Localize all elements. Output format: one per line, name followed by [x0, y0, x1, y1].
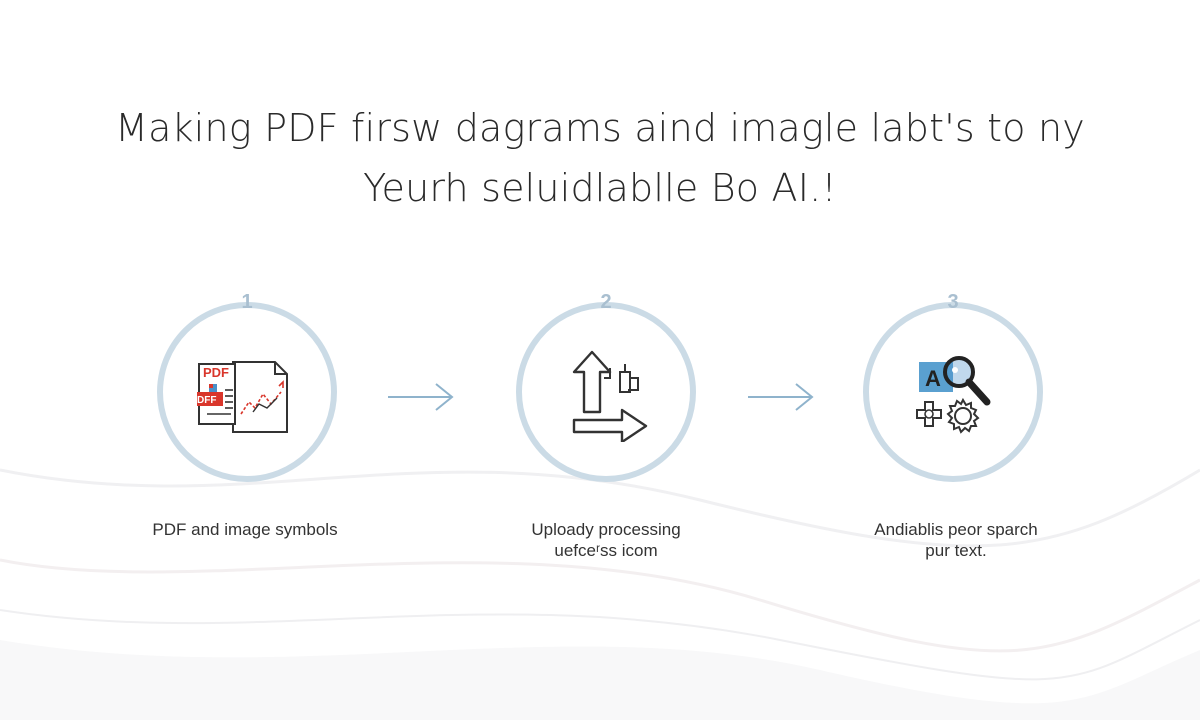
step-1-caption-line-1: PDF and image symbols: [152, 520, 338, 539]
headline-line-2: Yeurh seluidlablle Bo AI.!: [363, 166, 837, 210]
step-2-caption-line-1: Uploady processing: [531, 520, 681, 539]
headline-line-1: Making PDF firsw dagrams aind imagle lab…: [115, 106, 1085, 150]
ai-letter-label: A: [925, 366, 941, 391]
step-3-number: 3: [947, 291, 959, 313]
pdf-document-chart-icon: PDF DFF: [197, 361, 288, 433]
step-2-caption-line-2: uefceʳss icom: [554, 541, 658, 560]
step-1: 1 PDF DFF: [157, 291, 337, 482]
flow-arrow-1-to-2: [388, 383, 454, 411]
step-1-number: 1: [241, 291, 253, 313]
step-2-caption: Uploady processing uefceʳss icom: [466, 519, 746, 561]
step-1-caption: PDF and image symbols: [105, 519, 385, 540]
headline: Making PDF firsw dagrams aind imagle lab…: [100, 98, 1100, 218]
dff-label: DFF: [197, 395, 216, 406]
step-3: 3 A: [863, 291, 1043, 482]
upload-processing-arrows-icon: [572, 350, 648, 442]
flow-arrow-2-to-3: [748, 383, 814, 411]
pdf-label: PDF: [203, 365, 229, 380]
step-2: 2: [516, 291, 696, 482]
step-3-caption-line-1: Andiablis peor sparch: [874, 520, 1038, 539]
step-3-caption-line-2: pur text.: [925, 541, 987, 560]
step-3-caption: Andiablis peor sparch pur text.: [816, 519, 1096, 561]
step-2-ring: [516, 302, 696, 482]
ai-search-gear-icon: A: [916, 356, 991, 434]
step-2-number: 2: [600, 291, 612, 313]
